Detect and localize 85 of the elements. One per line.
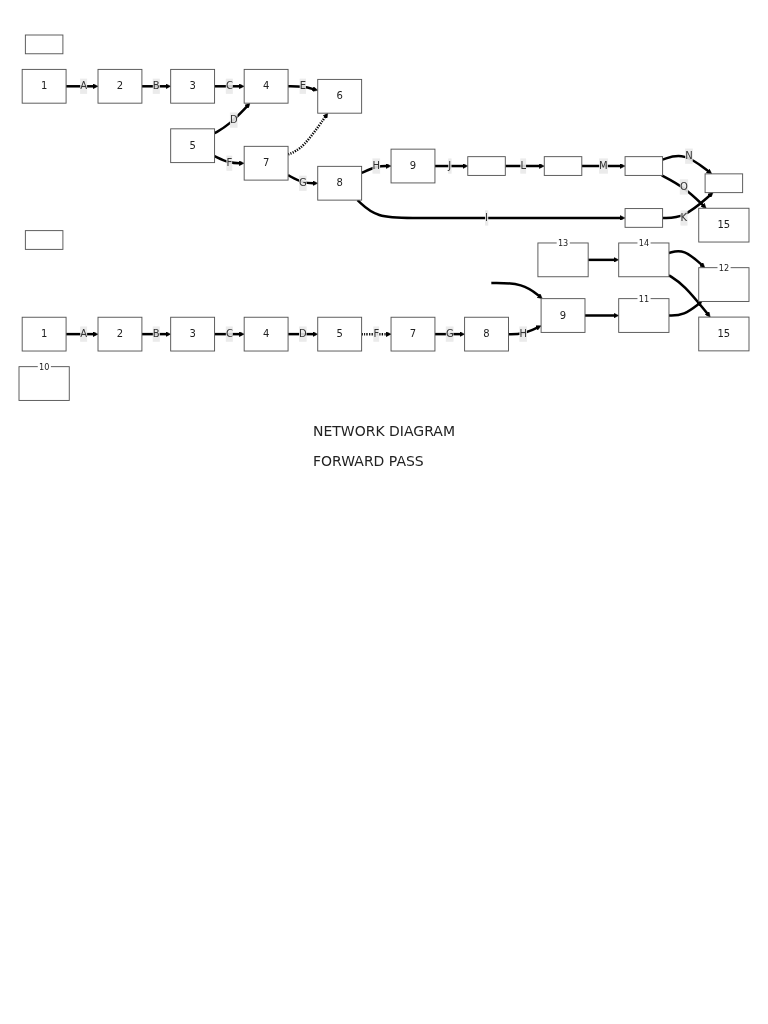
edge-label: D [299, 327, 307, 340]
edge-label: A [80, 80, 88, 92]
edge-label: O [679, 180, 688, 193]
arrow [588, 257, 619, 263]
node-box [170, 128, 216, 164]
node-box [243, 68, 289, 104]
node-box [464, 316, 509, 352]
edge-label: D [229, 113, 238, 126]
edge-label: K [680, 211, 688, 224]
arrow [361, 163, 392, 175]
arrow [662, 154, 712, 175]
network-diagram-drawing: A B C D E F G H J L I K M N O A B C D F G H 1 2 3 4 5 6 7 8 9 15 1 2 3 4 5 7 8 9 10 11 12 13 14 15 [14, 30, 754, 406]
arrow [66, 83, 99, 90]
edge-label: N [685, 149, 693, 162]
arrow [662, 192, 714, 220]
node-box [467, 156, 506, 176]
node-label: 11 [638, 294, 650, 304]
edge-label: E [299, 80, 307, 92]
arrow [287, 174, 318, 186]
node-box [390, 316, 436, 352]
edge-label: C [225, 80, 233, 92]
diagram-caption: FORWARD PASS [313, 453, 425, 470]
arrow [434, 331, 465, 337]
node-label: 12 [718, 263, 730, 273]
node-box [21, 68, 67, 104]
node-box [97, 68, 143, 104]
node-label: 13 [557, 238, 569, 248]
node-box [624, 208, 664, 228]
arrow [668, 274, 711, 318]
node-box [624, 156, 664, 176]
arrow [213, 102, 251, 135]
arrow [585, 312, 619, 319]
arrow [141, 83, 171, 90]
node-box [243, 316, 289, 352]
node-box [317, 165, 363, 201]
edge-label: H [519, 327, 527, 340]
node-box [243, 145, 289, 181]
arrow [214, 155, 245, 166]
node-box [24, 34, 64, 55]
node-box [540, 298, 586, 333]
node-box [21, 316, 67, 352]
node-box [698, 316, 750, 352]
arrow [288, 331, 318, 337]
arrow [508, 325, 542, 336]
edge-label: M [599, 159, 608, 172]
edge-label: L [520, 159, 526, 172]
node-label: 14 [638, 238, 650, 248]
arrow [491, 281, 543, 299]
edge-label: J [448, 159, 452, 172]
node-label: 10 [39, 362, 50, 372]
arrow [361, 331, 392, 337]
node-box [317, 316, 363, 352]
node-box [317, 78, 363, 114]
arrow [668, 301, 703, 317]
edge-label: F [226, 156, 233, 169]
arrow [581, 163, 626, 169]
edge-label: B [152, 80, 160, 92]
edge-label: G [445, 327, 454, 340]
edge-label: C [225, 327, 233, 340]
arrow [434, 163, 469, 169]
arrow [661, 174, 707, 209]
node-box [97, 316, 143, 352]
arrow [214, 83, 245, 90]
edge-label: B [152, 327, 160, 340]
node-box [543, 156, 583, 176]
arrow [214, 331, 245, 337]
arrow [505, 163, 545, 169]
edge-label: I [485, 211, 489, 224]
edge-label: A [80, 327, 88, 340]
node-box [170, 68, 216, 104]
edge-label: F [373, 327, 380, 340]
arrow [141, 331, 171, 337]
edge-label: G [299, 176, 307, 189]
arrow [287, 112, 329, 156]
arrow [356, 199, 626, 221]
diagram-caption: NETWORK DIAGRAM [313, 423, 455, 440]
node-box [704, 173, 744, 194]
node-box [24, 230, 64, 250]
arrow [66, 331, 99, 337]
arrow [668, 250, 706, 268]
node-box [698, 207, 750, 243]
edge-label: H [372, 159, 381, 172]
node-box [390, 148, 436, 184]
node-box [170, 316, 216, 352]
arrow [288, 85, 318, 92]
